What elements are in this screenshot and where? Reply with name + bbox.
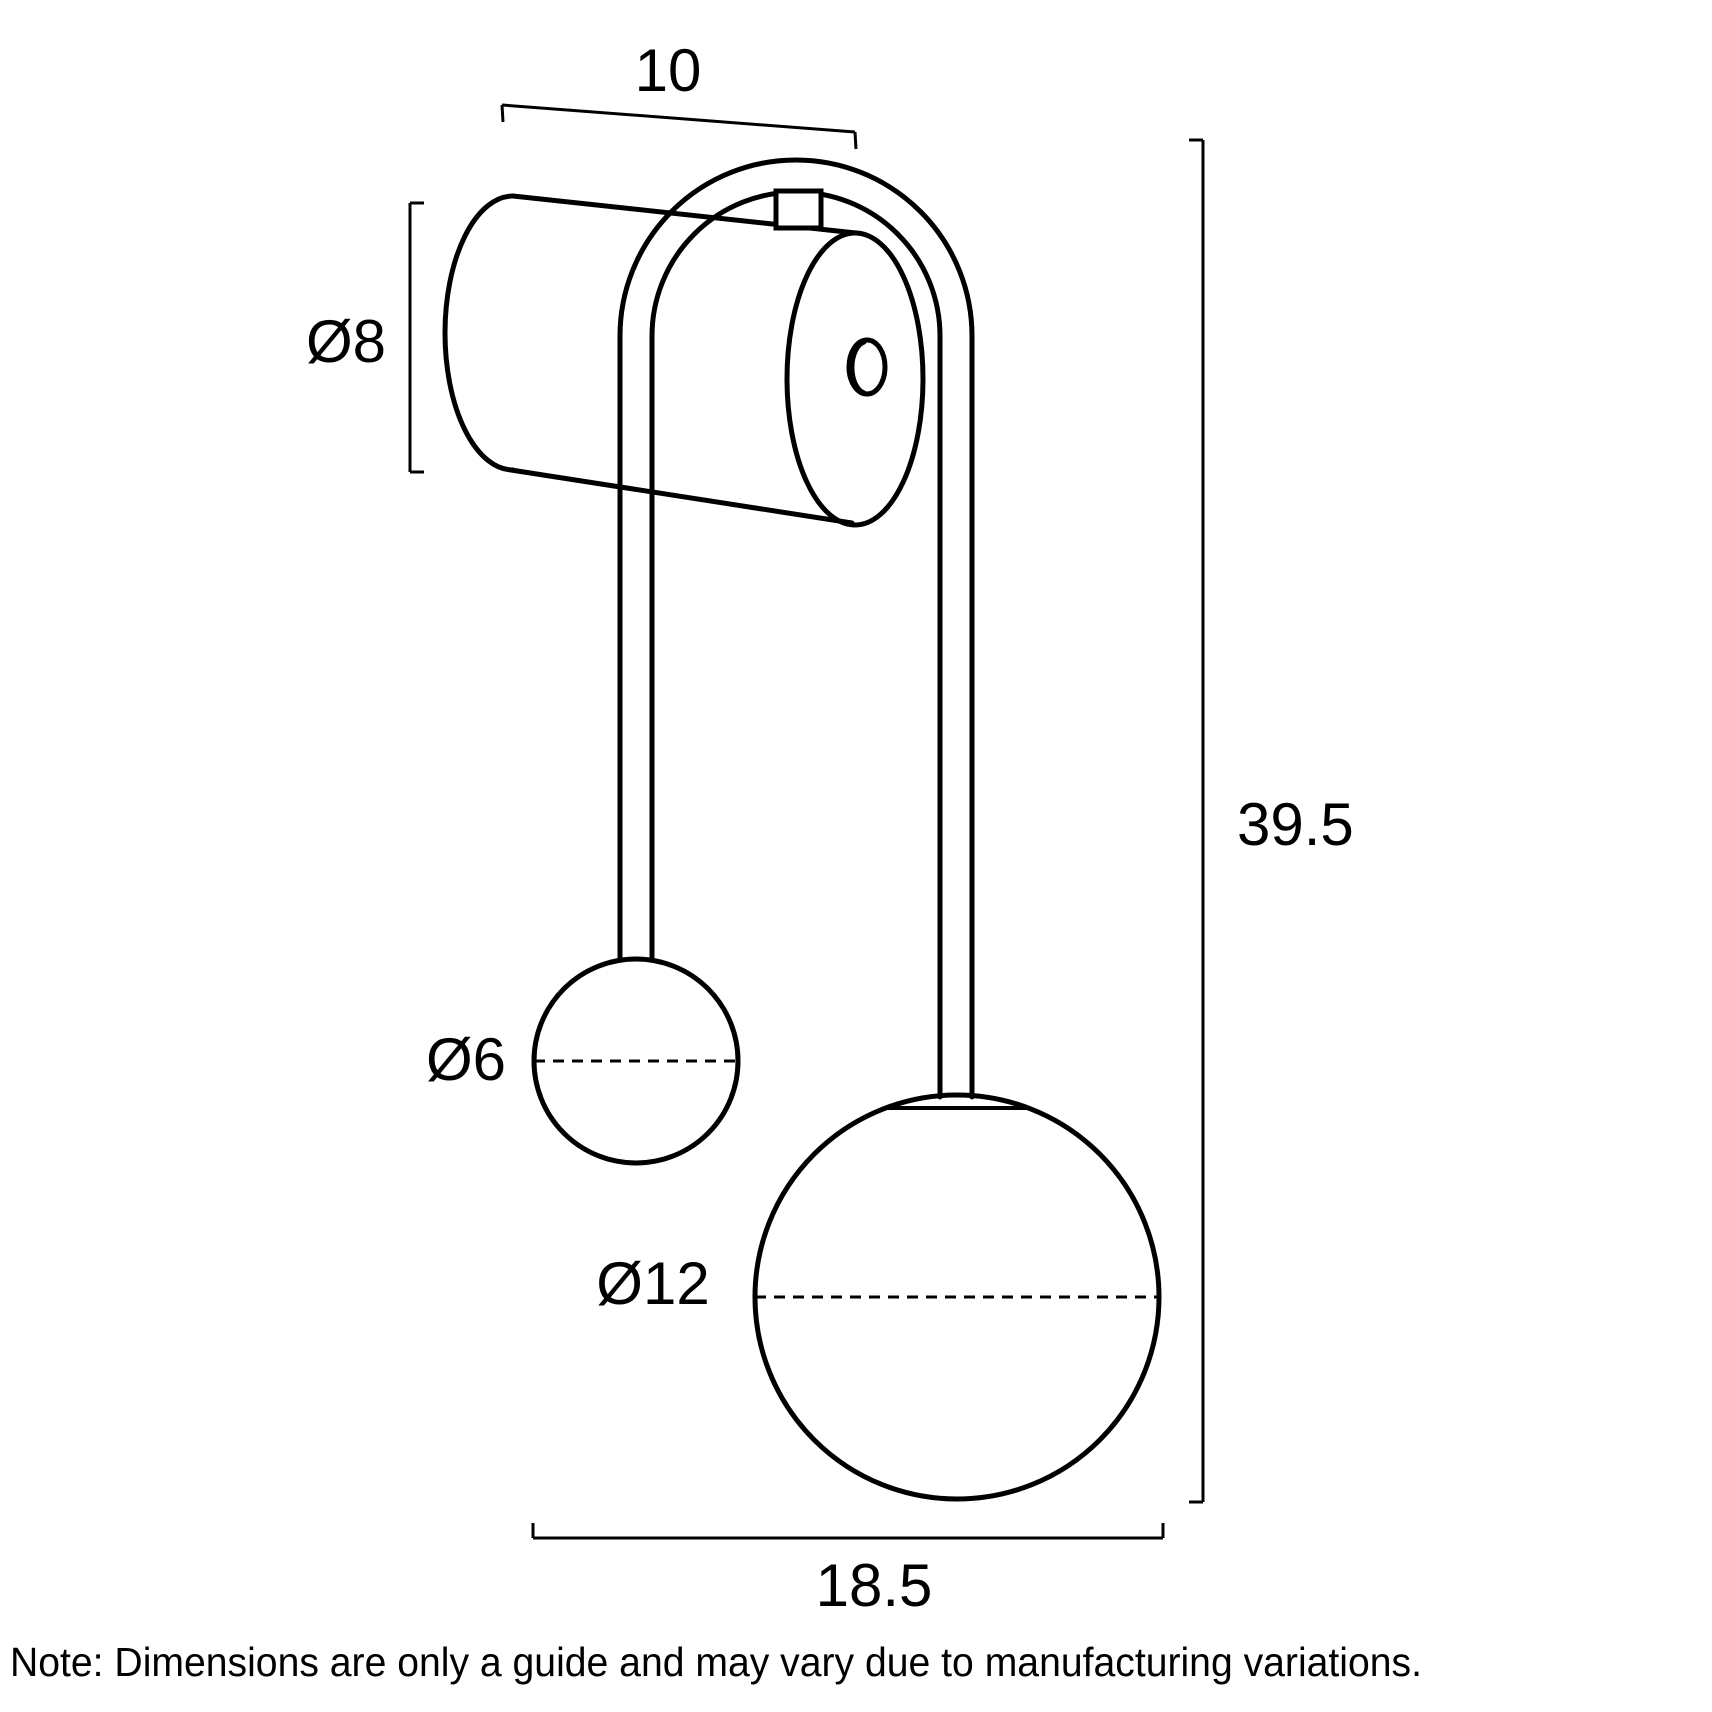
dim-top-width-line [500, 103, 858, 150]
dim-tick [853, 131, 858, 150]
cylinder-front-face [784, 230, 926, 528]
label-overall-height: 39.5 [1237, 791, 1354, 858]
knob-side-arc [849, 339, 867, 396]
dim-overall-height-line [1189, 138, 1205, 1504]
hook-arm-outer-line [617, 157, 975, 1100]
label-large-sphere-diameter: Ø12 [596, 1250, 709, 1317]
dimensions-note: Note: Dimensions are only a guide and ma… [10, 1639, 1422, 1685]
knob-front [846, 337, 888, 397]
cylinder-bottom-line [508, 467, 855, 526]
dim-tick [500, 104, 505, 123]
label-small-sphere-diameter: Ø6 [426, 1026, 506, 1093]
dim-bottom-width-line [531, 1523, 1165, 1540]
label-bottom-width: 18.5 [816, 1552, 933, 1619]
dim-mount-diameter-line [408, 201, 424, 474]
arch-top-square [773, 188, 824, 231]
centerlines [534, 1059, 1159, 1299]
cylinder-back-cap [442, 193, 516, 473]
hook-arm-inner-line [649, 189, 943, 1100]
label-mount-diameter: Ø8 [306, 308, 386, 375]
dimension-lines [408, 103, 1205, 1540]
label-top-width: 10 [635, 37, 702, 104]
